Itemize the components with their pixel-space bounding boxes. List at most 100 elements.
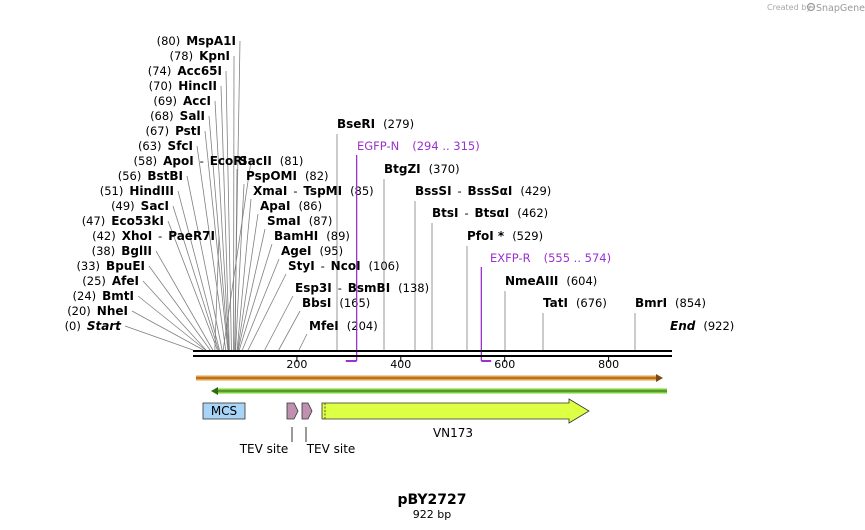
ruler-tick-label: 800	[598, 358, 619, 371]
enzyme-name: BamHI	[274, 229, 318, 243]
enzyme-site[interactable]: SfcI(63)	[138, 139, 193, 153]
enzyme-site[interactable]: PstI (67)	[145, 124, 201, 138]
enzyme-site[interactable]: EcoRI-ApoI(58)	[134, 154, 247, 168]
enzyme-site[interactable]: XmaI-TspMI(85)	[253, 184, 374, 198]
enzyme-site[interactable]: MfeI(204)	[309, 319, 378, 333]
vn173-feature[interactable]	[321, 398, 590, 424]
plasmid-name: pBY2727	[397, 492, 466, 508]
enzyme-position: (51)	[100, 184, 124, 198]
enzyme-site[interactable]: PaeR7I-XhoI(42)	[92, 229, 215, 243]
enzyme-position: (38)	[92, 244, 116, 258]
enzyme-site[interactable]: Acc65I (74)	[148, 64, 222, 78]
enzyme-site[interactable]: KpnI(78)	[169, 49, 230, 63]
enzyme-site[interactable]: AgeI(95)	[281, 244, 343, 258]
enzyme-site[interactable]: BpuEI(33)	[76, 259, 145, 273]
enzyme-position: (42)	[92, 229, 116, 243]
primer[interactable]: EGFP-N(294 .. 315)	[345, 139, 480, 362]
enzyme-name: NmeAIII	[505, 274, 558, 288]
enzyme-site[interactable]: BssSI-BssSαI(429)	[415, 184, 551, 198]
enzyme-site[interactable]: HindIII (51)	[100, 184, 174, 198]
enzyme-name: PstI	[175, 124, 201, 138]
enzyme-site[interactable]: Start(0)	[65, 319, 123, 333]
enzyme-site[interactable]: HincII(70)	[149, 79, 217, 93]
enzyme-leader	[264, 295, 294, 351]
enzyme-position: (106)	[369, 259, 400, 273]
mcs-feature[interactable]: MCS	[202, 402, 246, 420]
enzyme-site[interactable]: SmaI(87)	[267, 214, 332, 228]
enzyme-site[interactable]: PspOMI(82)	[246, 169, 329, 183]
enzyme-name: HindIII	[129, 184, 174, 198]
ruler-tick-label: 400	[390, 358, 411, 371]
enzyme-name: SfcI	[168, 139, 193, 153]
enzyme-position: (67)	[145, 124, 169, 138]
enzyme-position: (204)	[347, 319, 378, 333]
enzyme-position: (33)	[76, 259, 100, 273]
enzyme-name: XhoI	[122, 229, 153, 243]
enzyme-position: (429)	[520, 184, 551, 198]
tev-site-2[interactable]	[301, 402, 313, 420]
enzyme-leader	[220, 85, 230, 351]
enzyme-site[interactable]: End(922)	[670, 319, 734, 333]
enzyme-position: (85)	[350, 184, 374, 198]
enzyme-site[interactable]: BstBI(56)	[118, 169, 183, 183]
enzyme-name-2: BssSαI	[468, 184, 513, 198]
enzyme-site[interactable]: SalI(68)	[150, 109, 205, 123]
enzyme-leader	[137, 295, 206, 351]
enzyme-position: (25)	[82, 274, 106, 288]
enzyme-leader	[131, 310, 204, 351]
enzyme-site[interactable]: TatI(676)	[543, 296, 607, 310]
enzyme-site[interactable]: BseRI(279)	[337, 117, 414, 131]
enzyme-position: (24)	[73, 289, 97, 303]
sequence-backbone	[193, 350, 672, 357]
enzyme-site[interactable]: BmtI(24)	[73, 289, 134, 303]
enzyme-leader	[234, 168, 238, 351]
enzyme-site[interactable]: BmrI(854)	[635, 296, 706, 310]
enzyme-name: XmaI	[253, 184, 287, 198]
enzyme-name: Eco53kI	[111, 214, 164, 228]
enzyme-position: (86)	[298, 199, 322, 213]
primer-name: EXFP-R	[490, 251, 531, 265]
enzyme-position: (68)	[150, 109, 174, 123]
enzyme-leader	[237, 228, 266, 351]
enzyme-site[interactable]: StyI-NcoI(106)	[288, 259, 399, 273]
enzyme-name: AfeI	[112, 274, 139, 288]
enzyme-site[interactable]: PfoI *(529)	[467, 229, 543, 243]
enzyme-site[interactable]: BtgZI(370)	[384, 162, 460, 176]
tev-site-1[interactable]	[286, 402, 299, 420]
enzyme-name: NheI	[97, 304, 128, 318]
enzyme-leader	[238, 243, 273, 351]
enzyme-site[interactable]: SacII(81)	[239, 154, 303, 168]
enzyme-position: (74)	[148, 64, 172, 78]
enzyme-leader	[148, 265, 211, 351]
snapgene-logo-icon	[806, 2, 816, 12]
enzyme-site[interactable]: NheI (20)	[67, 304, 128, 318]
enzyme-site[interactable]: MspA1I(80)	[157, 34, 236, 48]
enzyme-site[interactable]: AfeI (25)	[82, 274, 139, 288]
enzyme-position: (20)	[67, 304, 91, 318]
enzyme-site[interactable]: BamHI(89)	[274, 229, 350, 243]
enzyme-name: Acc65I	[177, 64, 222, 78]
enzyme-site[interactable]: BbsI(165)	[302, 296, 370, 310]
enzyme-leader	[241, 258, 280, 351]
primer[interactable]: EXFP-R(555 .. 574)	[480, 251, 611, 362]
enzyme-position: (81)	[280, 154, 304, 168]
enzyme-separator: -	[458, 184, 462, 198]
enzyme-site[interactable]: NmeAIII(604)	[505, 274, 597, 288]
enzyme-site[interactable]: BglII(38)	[92, 244, 152, 258]
enzyme-site[interactable]: Eco53kI(47)	[82, 214, 164, 228]
enzyme-leader-lines	[124, 40, 636, 351]
enzyme-site[interactable]: SacI(49)	[111, 199, 169, 213]
enzyme-position: (370)	[429, 162, 460, 176]
enzyme-name: End	[670, 319, 696, 333]
enzyme-site[interactable]: BtsI-BtsαI(462)	[432, 206, 548, 220]
enzyme-site[interactable]: Esp3I-BsmBI(138)	[295, 281, 429, 295]
enzyme-site[interactable]: AccI(69)	[153, 94, 211, 108]
enzyme-separator: -	[338, 281, 342, 295]
enzyme-leader	[186, 175, 223, 351]
enzyme-site[interactable]: ApaI(86)	[260, 199, 322, 213]
enzyme-name: BtsI	[432, 206, 459, 220]
enzyme-name: BseRI	[337, 117, 375, 131]
enzyme-separator: -	[465, 206, 469, 220]
enzyme-leader	[235, 183, 245, 351]
